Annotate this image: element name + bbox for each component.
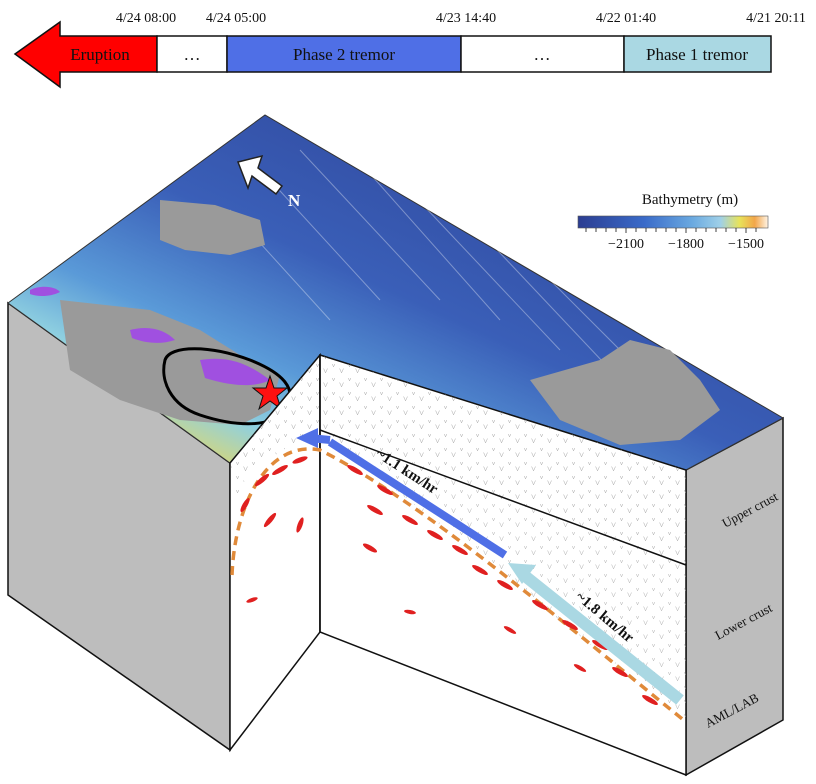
crust-boundary [319, 429, 687, 566]
tremor-1 [240, 497, 250, 513]
timeline-time-4: 4/21 20:11 [746, 11, 806, 26]
tremor-12 [427, 530, 443, 540]
phase2-arrow-shaft [327, 438, 508, 559]
tremor-4 [292, 456, 308, 464]
colorbar: Bathymetry (m) −2100 −1800 −1500 [577, 192, 769, 252]
tremor-5 [263, 512, 277, 528]
colorbar-tick-1: −1800 [668, 237, 704, 252]
front-crust-region [230, 355, 320, 500]
phase1-arrow-shaft [521, 571, 684, 705]
tremor-11 [402, 515, 418, 525]
tremor-19 [592, 640, 608, 650]
timeline-time-0: 4/24 08:00 [116, 11, 176, 26]
tremor-17 [532, 600, 548, 610]
colorbar-ramp [577, 215, 769, 229]
segment-label-gap-2: … [534, 45, 551, 64]
tremor-13 [452, 545, 468, 555]
tremor-20 [612, 667, 628, 677]
lava-flow-2 [130, 328, 175, 343]
tremor-8 [347, 465, 363, 475]
timeline-time-2: 4/23 14:40 [436, 11, 496, 26]
tremor-18 [562, 620, 578, 630]
colorbar-tick-0: −2100 [608, 237, 644, 252]
nodata-patch-2 [60, 300, 280, 425]
segment-label-phase1: Phase 1 tremor [646, 45, 748, 64]
tremor-7 [246, 597, 258, 603]
right-side-face [685, 416, 784, 777]
tremor-markers [240, 456, 658, 705]
tremor-3 [272, 465, 288, 475]
tremor-24 [573, 664, 587, 672]
tremor-2 [254, 473, 270, 487]
phase1-arrow-head [508, 563, 536, 584]
nodata-patch-3 [530, 340, 720, 445]
lava-flow-3 [30, 286, 60, 297]
tremor-23 [503, 626, 517, 634]
timeline: 4/24 08:00 4/24 05:00 4/23 14:40 4/22 01… [13, 11, 806, 89]
tremor-16 [497, 580, 513, 590]
block-diagram: N [7, 114, 785, 777]
colorbar-title: Bathymetry (m) [642, 192, 738, 208]
segment-label-eruption: Eruption [70, 45, 130, 64]
nodata-patch-1 [160, 200, 265, 255]
tremor-9 [377, 485, 393, 495]
tremor-15 [472, 565, 488, 575]
phase1-bar [623, 35, 772, 73]
phase2-bar [226, 35, 462, 73]
tremor-14 [362, 543, 378, 553]
lava-flow-1 [200, 358, 270, 386]
north-arrow-icon [236, 154, 284, 196]
tremor-10 [367, 505, 383, 515]
tremor-22 [404, 609, 416, 615]
timeline-gap-2 [460, 35, 625, 73]
segment-label-phase2: Phase 2 tremor [293, 45, 395, 64]
phase2-arrow-head [296, 428, 318, 448]
north-label: N [288, 191, 301, 210]
timeline-time-1: 4/24 05:00 [206, 11, 266, 26]
eruption-star [251, 374, 289, 411]
timeline-time-3: 4/22 01:40 [596, 11, 656, 26]
upper-crust-region [320, 355, 686, 565]
tremor-21 [642, 695, 658, 705]
segment-label-gap-1: … [184, 45, 201, 64]
tremor-6 [296, 517, 304, 533]
aml-lab-line [230, 447, 688, 724]
colorbar-tick-2: −1500 [728, 237, 764, 252]
